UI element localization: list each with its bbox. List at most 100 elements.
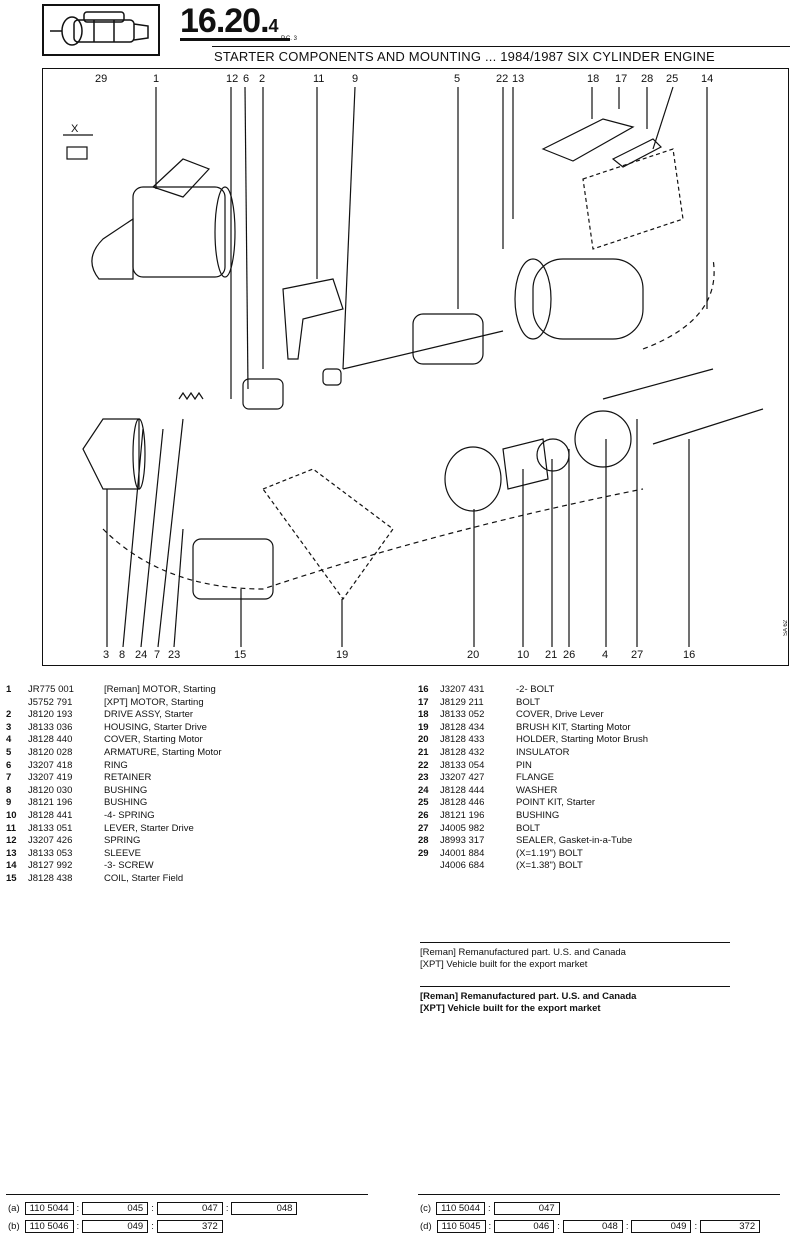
pc-label: P.C. 3 (281, 36, 297, 42)
callout-13: 13 (512, 73, 525, 85)
starter-motor-icon (50, 11, 149, 46)
callout-19: 19 (336, 649, 349, 661)
exploded-diagram: 29 1 12 6 2 11 9 5 22 13 18 17 28 25 14 … (42, 68, 789, 666)
note-reman: [Reman] Remanufactured part. U.S. and Ca… (420, 947, 626, 958)
callout-12: 12 (226, 73, 239, 85)
callout-18: 18 (587, 73, 600, 85)
header-thumbnail (42, 4, 160, 56)
callout-4: 4 (602, 649, 609, 661)
model-code: 372 (700, 1220, 761, 1233)
footer-row-a: (a) 110 5044: 045: 047: 048 (8, 1202, 299, 1215)
note-rule (420, 986, 730, 987)
footer-row-b: (b) 110 5046: 049: 372 (8, 1220, 225, 1233)
callout-26: 26 (563, 649, 576, 661)
model-code: 048 (231, 1202, 298, 1215)
callout-3: 3 (103, 649, 110, 661)
callout-10: 10 (517, 649, 530, 661)
footer-rule-left (6, 1194, 368, 1195)
callout-27: 27 (631, 649, 644, 661)
model-code: 372 (156, 1220, 223, 1233)
callout-21: 21 (545, 649, 558, 661)
callout-8: 8 (119, 649, 126, 661)
callout-25: 25 (666, 73, 679, 85)
dimension-x-label: X (71, 123, 79, 135)
callout-28: 28 (641, 73, 654, 85)
section-number: 16.20.4 (180, 2, 279, 40)
part-row: J5752 791[XPT] MOTOR, Starting (28, 696, 204, 708)
callout-22: 22 (496, 73, 509, 85)
model-code: 110 5044 (24, 1202, 74, 1215)
model-code: 046 (494, 1220, 555, 1233)
callout-14: 14 (701, 73, 714, 85)
note-reman: [Reman] Remanufactured part. U.S. and Ca… (420, 991, 637, 1002)
callout-20: 20 (467, 649, 480, 661)
note-xpt: [XPT] Vehicle built for the export marke… (420, 1003, 601, 1014)
model-code: 049 (631, 1220, 692, 1233)
model-code: 045 (82, 1202, 149, 1215)
callout-29: 29 (95, 73, 108, 85)
callout-5: 5 (454, 73, 461, 85)
callout-9: 9 (352, 73, 359, 85)
title-rule (212, 46, 790, 47)
callout-24: 24 (135, 649, 148, 661)
footer-row-c: (c) 110 5044: 047 (420, 1202, 562, 1215)
callout-17: 17 (615, 73, 628, 85)
callout-7: 7 (154, 649, 161, 661)
legend-note-2: [Reman] Remanufactured part. U.S. and Ca… (420, 986, 730, 1015)
part-row: J4006 684(X=1.38") BOLT (440, 860, 583, 872)
model-code: 110 5046 (24, 1220, 74, 1233)
legend-note-1: [Reman] Remanufactured part. U.S. and Ca… (420, 942, 730, 971)
footer-rule-right (418, 1194, 780, 1195)
diagram-drawing (63, 86, 764, 648)
callout-23: 23 (168, 649, 181, 661)
page-title: STARTER COMPONENTS AND MOUNTING ... 1984… (214, 49, 715, 64)
callout-16: 16 (683, 649, 696, 661)
model-code: 110 5044 (436, 1202, 485, 1215)
model-code: 048 (562, 1220, 623, 1233)
model-code: 049 (82, 1220, 149, 1233)
callout-2: 2 (259, 73, 266, 85)
footer-row-d: (d) 110 5045: 046: 048: 049: 372 (420, 1220, 762, 1233)
side-code: SA 62 (783, 620, 789, 637)
model-code: 110 5045 (436, 1220, 486, 1233)
section-underline (180, 38, 290, 41)
note-rule (420, 942, 730, 943)
callout-6: 6 (243, 73, 250, 85)
callout-15: 15 (234, 649, 247, 661)
model-code: 047 (493, 1202, 560, 1215)
callout-1: 1 (153, 73, 160, 85)
note-xpt: [XPT] Vehicle built for the export marke… (420, 959, 588, 970)
callout-11: 11 (313, 73, 325, 85)
